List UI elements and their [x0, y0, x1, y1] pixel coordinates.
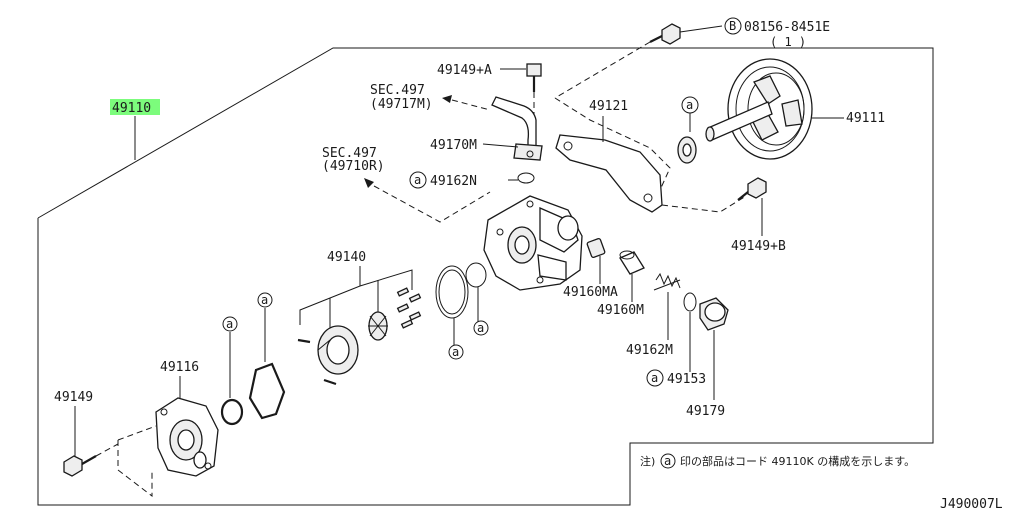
- note-symbol-circle: [660, 453, 676, 469]
- valve-49160ma: [586, 238, 606, 258]
- vanes: [396, 287, 422, 329]
- connector-49170m: [491, 96, 543, 161]
- rotor: [368, 311, 388, 341]
- nut: [677, 136, 697, 164]
- symbol-a-2: a: [686, 98, 693, 112]
- symbol-a-3: a: [651, 371, 658, 385]
- bolt-08156: [649, 23, 723, 45]
- oring-49162n: [517, 172, 535, 184]
- label-49160ma[interactable]: 49160MA: [563, 285, 618, 300]
- dash-bracket-top: [554, 97, 671, 191]
- bracket-49121: [555, 134, 663, 213]
- symbol-b-circle: [724, 17, 742, 35]
- label-49116[interactable]: 49116: [160, 360, 199, 375]
- label-49140[interactable]: 49140: [327, 250, 366, 265]
- rear-body: [155, 397, 219, 477]
- symbol-a-1: a: [414, 173, 421, 187]
- label-49149b[interactable]: 49149+B: [731, 239, 786, 254]
- ref-sec1-code[interactable]: (49717M): [370, 97, 433, 112]
- symbol-a-7: a: [226, 317, 233, 331]
- symbol-a-circle-3: [646, 369, 664, 387]
- dash-sec2: [373, 185, 491, 223]
- dash-body-top: [117, 425, 157, 441]
- label-49162n[interactable]: 49162N: [430, 174, 477, 189]
- oring-body: [248, 362, 286, 420]
- dash-body-left: [117, 440, 153, 498]
- assembly-frame: [37, 47, 934, 506]
- symbol-a-circle-1: [409, 171, 427, 189]
- label-49179[interactable]: 49179: [686, 404, 725, 419]
- label-49153[interactable]: 49153: [667, 372, 706, 387]
- symbol-a-5: a: [477, 321, 484, 335]
- note-text: 印の部品はコード 49110K の構成を示します。: [680, 454, 915, 468]
- bracket-49140: [299, 269, 413, 325]
- label-49121[interactable]: 49121: [589, 99, 628, 114]
- note-prefix: 注): [640, 454, 655, 468]
- pins: [297, 338, 337, 386]
- symbol-a-circle-6: [257, 292, 273, 308]
- dash-sec1: [451, 99, 491, 111]
- valve-49160m: [619, 250, 645, 275]
- bolt-49149a: [526, 63, 542, 92]
- diagram-id: J490007L: [940, 497, 1003, 512]
- label-49160m[interactable]: 49160M: [597, 303, 644, 318]
- dash-49149: [95, 443, 119, 457]
- bolt-49149: [63, 455, 97, 477]
- pulley-49111: [705, 58, 813, 160]
- symbol-a-circle-4: [448, 344, 464, 360]
- label-49149a[interactable]: 49149+A: [437, 63, 492, 78]
- arrow-sec1: [442, 95, 452, 103]
- cap-49179: [699, 297, 729, 331]
- label-49110[interactable]: 49110: [112, 101, 151, 116]
- gasket-large: [435, 265, 469, 319]
- pump-body: [483, 195, 583, 291]
- ref-sec2-title[interactable]: SEC.497: [322, 146, 377, 161]
- label-49111[interactable]: 49111: [846, 111, 885, 126]
- symbol-a-4: a: [452, 345, 459, 359]
- assembly-highlight: [110, 99, 160, 115]
- label-08156-qty: ( 1 ): [770, 35, 806, 49]
- note-symbol: a: [664, 454, 671, 468]
- ref-sec2-code[interactable]: (49710R): [322, 159, 385, 174]
- dash-08156: [554, 41, 651, 99]
- symbol-a-circle-7: [222, 316, 238, 332]
- oring-plug: [683, 292, 697, 312]
- label-08156[interactable]: 08156-8451E: [744, 20, 830, 35]
- label-49170m[interactable]: 49170M: [430, 138, 477, 153]
- symbol-a-6: a: [261, 293, 268, 307]
- cam-ring: [317, 325, 359, 375]
- gasket-large-inner: [438, 269, 466, 315]
- label-49149[interactable]: 49149: [54, 390, 93, 405]
- gasket-small: [465, 262, 487, 288]
- spring-49162m: [653, 272, 681, 291]
- ref-sec1-title[interactable]: SEC.497: [370, 83, 425, 98]
- bolt-49149b: [737, 177, 767, 201]
- snap-ring: [220, 398, 244, 426]
- leader-49170m: [482, 143, 519, 148]
- dash-bracket-right: [661, 195, 747, 213]
- label-49162m[interactable]: 49162M: [626, 343, 673, 358]
- symbol-b: B: [729, 19, 736, 33]
- arrow-sec2: [364, 178, 374, 188]
- symbol-a-circle-5: [473, 320, 489, 336]
